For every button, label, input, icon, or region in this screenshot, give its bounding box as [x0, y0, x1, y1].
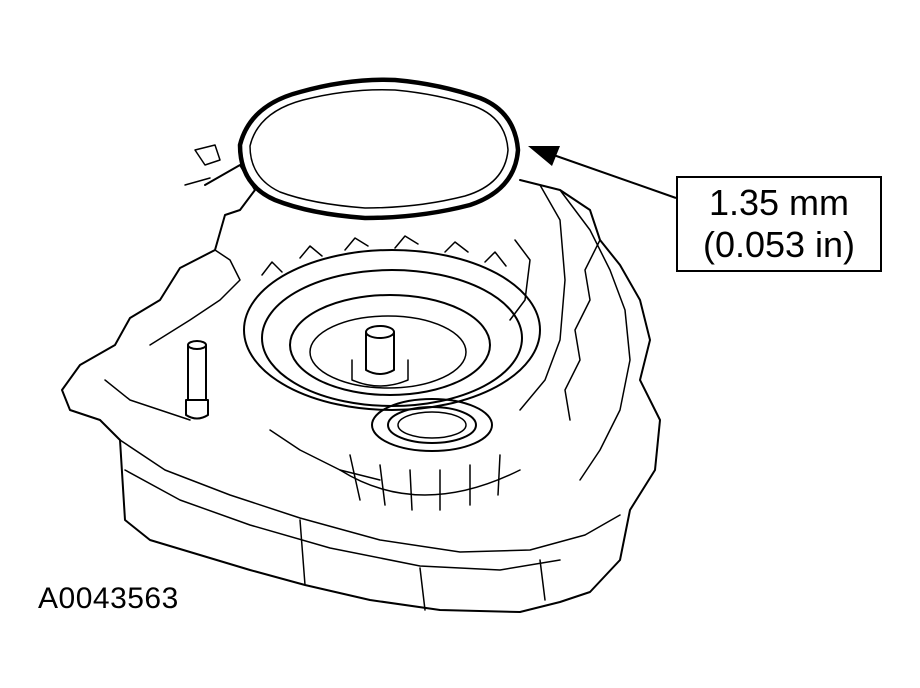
callout-metric: 1.35 mm [708, 182, 850, 223]
dowel-pin [185, 340, 209, 420]
case-ribs [339, 454, 521, 511]
callout-arrow [528, 146, 677, 199]
thickness-callout: 1.35 mm (0.053 in) [676, 176, 882, 272]
center-shaft [351, 325, 409, 387]
bearing-seal [371, 398, 493, 452]
case-housing [61, 144, 661, 613]
clutch-drum [243, 235, 541, 411]
figure-id: A0043563 [38, 582, 179, 615]
snap-ring [237, 77, 521, 221]
callout-imperial: (0.053 in) [702, 224, 856, 265]
